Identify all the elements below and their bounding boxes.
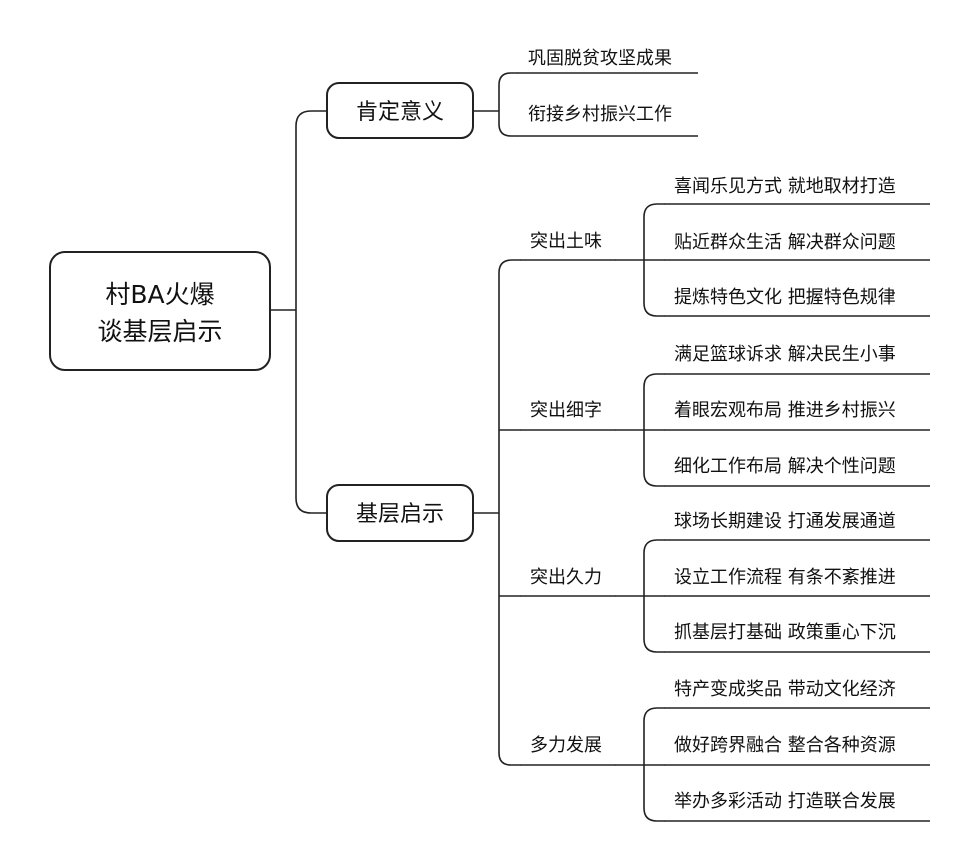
group-node-4: 多力发展 (520, 735, 616, 766)
leaf-label: 衔接乡村振兴工作 (528, 104, 672, 125)
leaf-item: 抓基层打基础 政策重心下沉 (664, 622, 930, 653)
connector-group-2 (615, 373, 665, 487)
branch-node-box (326, 484, 474, 542)
branch-node-box (326, 82, 474, 139)
leaf-label: 满足篮球诉求 解决民生小事 (674, 344, 896, 365)
group-label: 突出久力 (530, 567, 602, 588)
connector-group-1 (615, 203, 665, 317)
leaf-item: 着眼宏观布局 推进乡村振兴 (664, 400, 930, 431)
leaf-label: 特产变成奖品 带动文化经济 (674, 679, 896, 700)
root-node: 村BA火爆 谈基层启示 (49, 251, 271, 371)
branch-1-items: 巩固脱贫攻坚成果 衔接乡村振兴工作 (517, 48, 698, 137)
leaf-item: 细化工作布局 解决个性问题 (664, 456, 930, 487)
connector-branch-2 (472, 259, 521, 766)
leaf-label: 喜闻乐见方式 就地取材打造 (674, 176, 896, 197)
leaf-label: 抓基层打基础 政策重心下沉 (674, 622, 896, 643)
group-node-3: 突出久力 (520, 567, 616, 597)
connector-branch-1 (472, 72, 518, 137)
root-title-line-2: 谈基层启示 (97, 317, 222, 346)
leaf-label: 做好跨界融合 整合各种资源 (674, 735, 896, 756)
branch-label: 基层启示 (356, 502, 444, 527)
branch-2-groups: 突出土味 突出细字 突出久力 多力发展 (520, 231, 616, 766)
leaf-label: 举办多彩活动 打造联合发展 (674, 791, 896, 812)
connector-group-4 (615, 707, 665, 822)
connector-group-3 (615, 539, 665, 653)
branch-node-2: 基层启示 (326, 484, 474, 542)
leaf-label: 着眼宏观布局 推进乡村振兴 (674, 400, 896, 421)
group-label: 多力发展 (530, 735, 602, 756)
leaf-item: 贴近群众生活 解决群众问题 (664, 232, 930, 261)
leaf-item: 满足篮球诉求 解决民生小事 (664, 344, 930, 375)
connector-root-trunk (269, 110, 328, 514)
branch-node-1: 肯定意义 (326, 82, 474, 139)
leaf-item: 做好跨界融合 整合各种资源 (664, 735, 930, 766)
leaf-item: 举办多彩活动 打造联合发展 (664, 791, 930, 822)
leaf-label: 巩固脱贫攻坚成果 (528, 48, 672, 69)
leaf-label: 球场长期建设 打通发展通道 (674, 511, 896, 532)
leaf-item: 衔接乡村振兴工作 (517, 104, 698, 137)
leaf-label: 贴近群众生活 解决群众问题 (674, 232, 896, 253)
group-label: 突出细字 (530, 400, 602, 421)
group-label: 突出土味 (530, 231, 602, 252)
leaf-item: 提炼特色文化 把握特色规律 (664, 287, 930, 317)
branch-2-items: 喜闻乐见方式 就地取材打造 贴近群众生活 解决群众问题 提炼特色文化 把握特色规… (664, 176, 930, 822)
leaf-item: 特产变成奖品 带动文化经济 (664, 679, 930, 709)
group-node-2: 突出细字 (520, 400, 616, 431)
leaf-item: 喜闻乐见方式 就地取材打造 (664, 176, 930, 205)
leaf-item: 设立工作流程 有条不紊推进 (664, 567, 930, 597)
leaf-item: 球场长期建设 打通发展通道 (664, 511, 930, 541)
leaf-label: 细化工作布局 解决个性问题 (674, 456, 896, 477)
root-title-line-1: 村BA火爆 (105, 280, 214, 309)
leaf-item: 巩固脱贫攻坚成果 (517, 48, 698, 74)
leaf-label: 提炼特色文化 把握特色规律 (674, 287, 896, 308)
group-node-1: 突出土味 (520, 231, 616, 261)
connectors (269, 72, 665, 822)
root-node-box (49, 251, 271, 371)
branch-label: 肯定意义 (356, 100, 444, 125)
leaf-label: 设立工作流程 有条不紊推进 (674, 567, 896, 588)
